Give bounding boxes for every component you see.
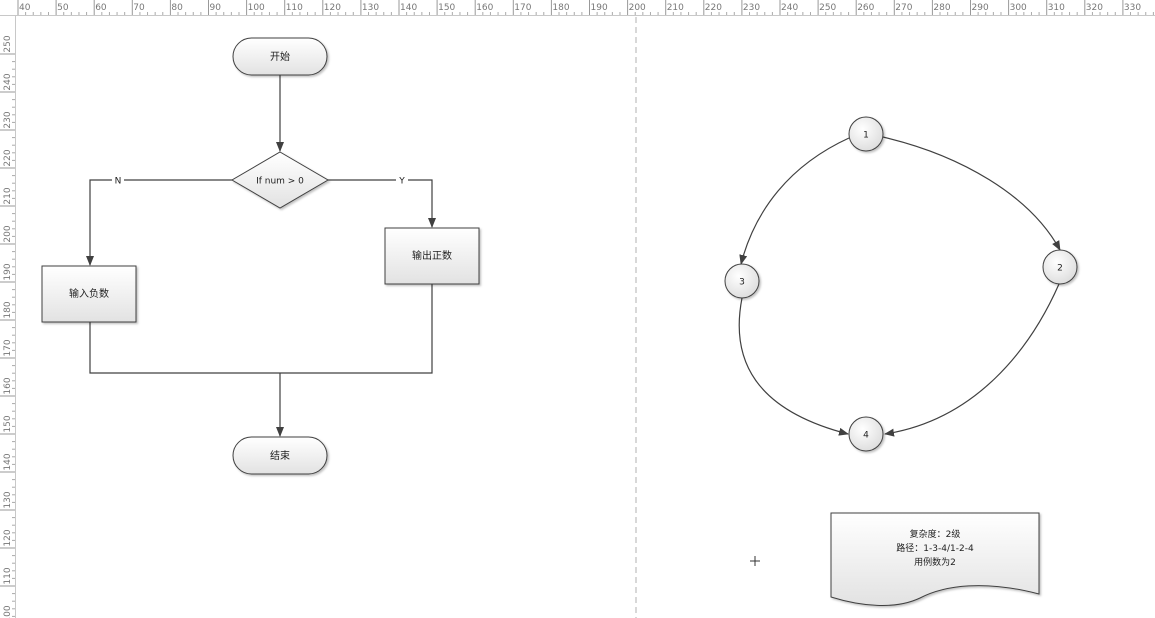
- top-ruler-label: 100: [248, 3, 265, 13]
- top-ruler-label: 60: [95, 3, 107, 13]
- top-ruler-label: 210: [667, 3, 684, 13]
- edge-2-4[interactable]: [884, 283, 1060, 437]
- left-ruler-label: 240: [3, 73, 13, 90]
- top-ruler-label: 170: [514, 3, 531, 13]
- graph-edges: [738, 136, 1061, 437]
- top-ruler-label: 50: [57, 3, 69, 13]
- top-ruler-label: 130: [362, 3, 379, 13]
- top-ruler-label: 80: [171, 3, 183, 13]
- yes-label: Y: [398, 177, 405, 187]
- graph-node-4-label: 4: [863, 431, 869, 441]
- graph-node-3[interactable]: 3: [724, 263, 760, 299]
- edge-3-4[interactable]: [738, 297, 849, 436]
- note-line-2: 路径：1-3-4/1-2-4: [896, 542, 974, 554]
- right-process-label: 输出正数: [412, 249, 452, 262]
- right-process-box[interactable]: 输出正数: [384, 227, 480, 285]
- left-ruler-label: 120: [3, 529, 13, 546]
- left-ruler-label: 200: [3, 225, 13, 242]
- left-ruler-ticks: 250 240 230 220 210 200 190 180 170 160 150 140 130 1…: [0, 35, 15, 618]
- yes-label-bg: [396, 174, 408, 186]
- left-ruler-label: 170: [3, 339, 13, 356]
- graph-node-1-label: 1: [863, 131, 869, 141]
- left-process-box[interactable]: 输入负数: [41, 265, 137, 323]
- left-ruler-label: 140: [3, 453, 13, 470]
- top-ruler-label: 160: [476, 3, 493, 13]
- left-ruler[interactable]: [0, 16, 16, 618]
- top-ruler-label: 260: [857, 3, 874, 13]
- left-ruler-label: 100: [3, 605, 13, 618]
- graph-node-4[interactable]: 4: [848, 416, 884, 452]
- note-line-1: 复杂度：2级: [910, 528, 961, 540]
- edge-1-2[interactable]: [882, 136, 1061, 251]
- top-ruler-label: 240: [781, 3, 798, 13]
- top-ruler-label: 290: [972, 3, 989, 13]
- top-ruler-label: 310: [1048, 3, 1065, 13]
- top-ruler-label: 120: [324, 3, 341, 13]
- left-ruler-label: 190: [3, 263, 13, 280]
- decision-label: If num > 0: [256, 177, 304, 187]
- top-ruler-label: 190: [591, 3, 608, 13]
- start-terminator[interactable]: 开始: [232, 37, 328, 76]
- connector-left-merge[interactable]: [89, 322, 280, 374]
- edge-1-3[interactable]: [739, 137, 850, 265]
- flowchart-connectors: [86, 75, 436, 437]
- no-label-bg: [112, 174, 124, 186]
- left-ruler-label: 150: [3, 415, 13, 432]
- top-ruler-label: 220: [705, 3, 722, 13]
- left-ruler-label: 110: [3, 567, 13, 584]
- left-ruler-label: 220: [3, 149, 13, 166]
- top-ruler-label: 40: [19, 3, 31, 13]
- crosshair-cursor-icon: [750, 556, 760, 566]
- top-ruler-label: 180: [552, 3, 569, 13]
- left-process-label: 输入负数: [69, 287, 109, 300]
- connector-right-merge[interactable]: [280, 284, 433, 374]
- note-line-3: 用例数为2: [914, 556, 956, 568]
- top-ruler-label: 70: [133, 3, 145, 13]
- top-ruler-label: 110: [286, 3, 303, 13]
- top-ruler-label: 330: [1124, 3, 1141, 13]
- top-ruler-ticks: 40 50 60 70 80 90 100 110 120 130 140 150 160 170 180 1…: [17, 0, 1154, 15]
- left-ruler-label: 160: [3, 377, 13, 394]
- top-ruler-label: 300: [1010, 3, 1027, 13]
- graph-node-1[interactable]: 1: [848, 116, 884, 152]
- no-label: N: [115, 177, 122, 187]
- top-ruler-label: 270: [895, 3, 912, 13]
- top-ruler-label: 320: [1086, 3, 1103, 13]
- left-ruler-label: 230: [3, 111, 13, 128]
- decision-diamond[interactable]: If num > 0: [231, 151, 329, 209]
- top-ruler-label: 90: [210, 3, 222, 13]
- graph-node-2-label: 2: [1057, 264, 1063, 274]
- top-ruler-label: 150: [438, 3, 455, 13]
- start-label: 开始: [270, 50, 290, 63]
- left-ruler-label: 180: [3, 301, 13, 318]
- top-ruler-label: 250: [819, 3, 836, 13]
- top-ruler-label: 200: [629, 3, 646, 13]
- top-ruler-label: 230: [743, 3, 760, 13]
- top-ruler[interactable]: [0, 0, 1155, 16]
- connector-yes-branch[interactable]: [328, 179, 436, 228]
- left-ruler-label: 250: [3, 35, 13, 52]
- end-terminator[interactable]: 结束: [232, 436, 328, 475]
- graph-node-3-label: 3: [739, 278, 745, 288]
- end-label: 结束: [270, 449, 290, 462]
- graph-node-2[interactable]: 2: [1042, 249, 1078, 285]
- top-ruler-label: 140: [400, 3, 417, 13]
- left-ruler-label: 210: [3, 187, 13, 204]
- left-ruler-label: 130: [3, 491, 13, 508]
- complexity-note[interactable]: 复杂度：2级 路径：1-3-4/1-2-4 用例数为2: [830, 512, 1040, 606]
- connector-no-branch[interactable]: [86, 179, 232, 266]
- top-ruler-label: 280: [933, 3, 950, 13]
